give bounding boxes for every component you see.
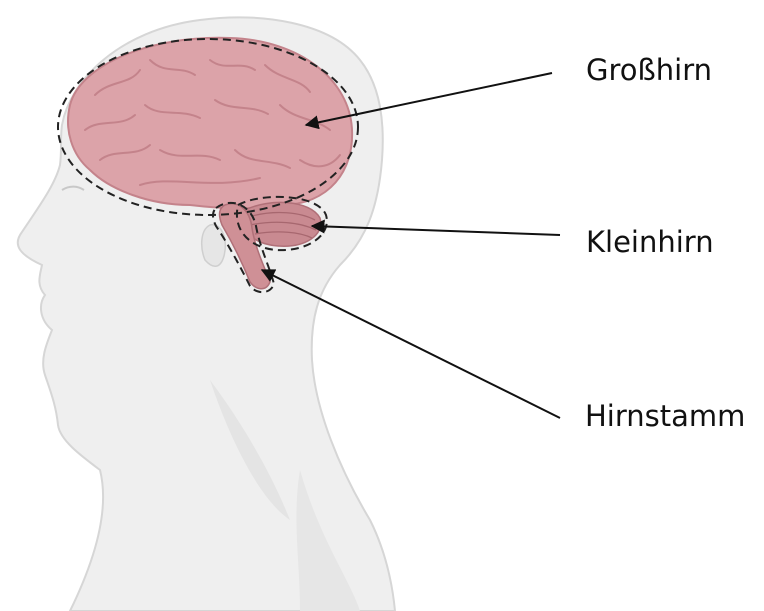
label-cerebrum: Großhirn bbox=[586, 56, 712, 85]
ear bbox=[202, 225, 226, 267]
label-cerebellum: Kleinhirn bbox=[586, 228, 714, 257]
label-brainstem: Hirnstamm bbox=[585, 402, 745, 431]
cerebrum bbox=[68, 38, 352, 208]
